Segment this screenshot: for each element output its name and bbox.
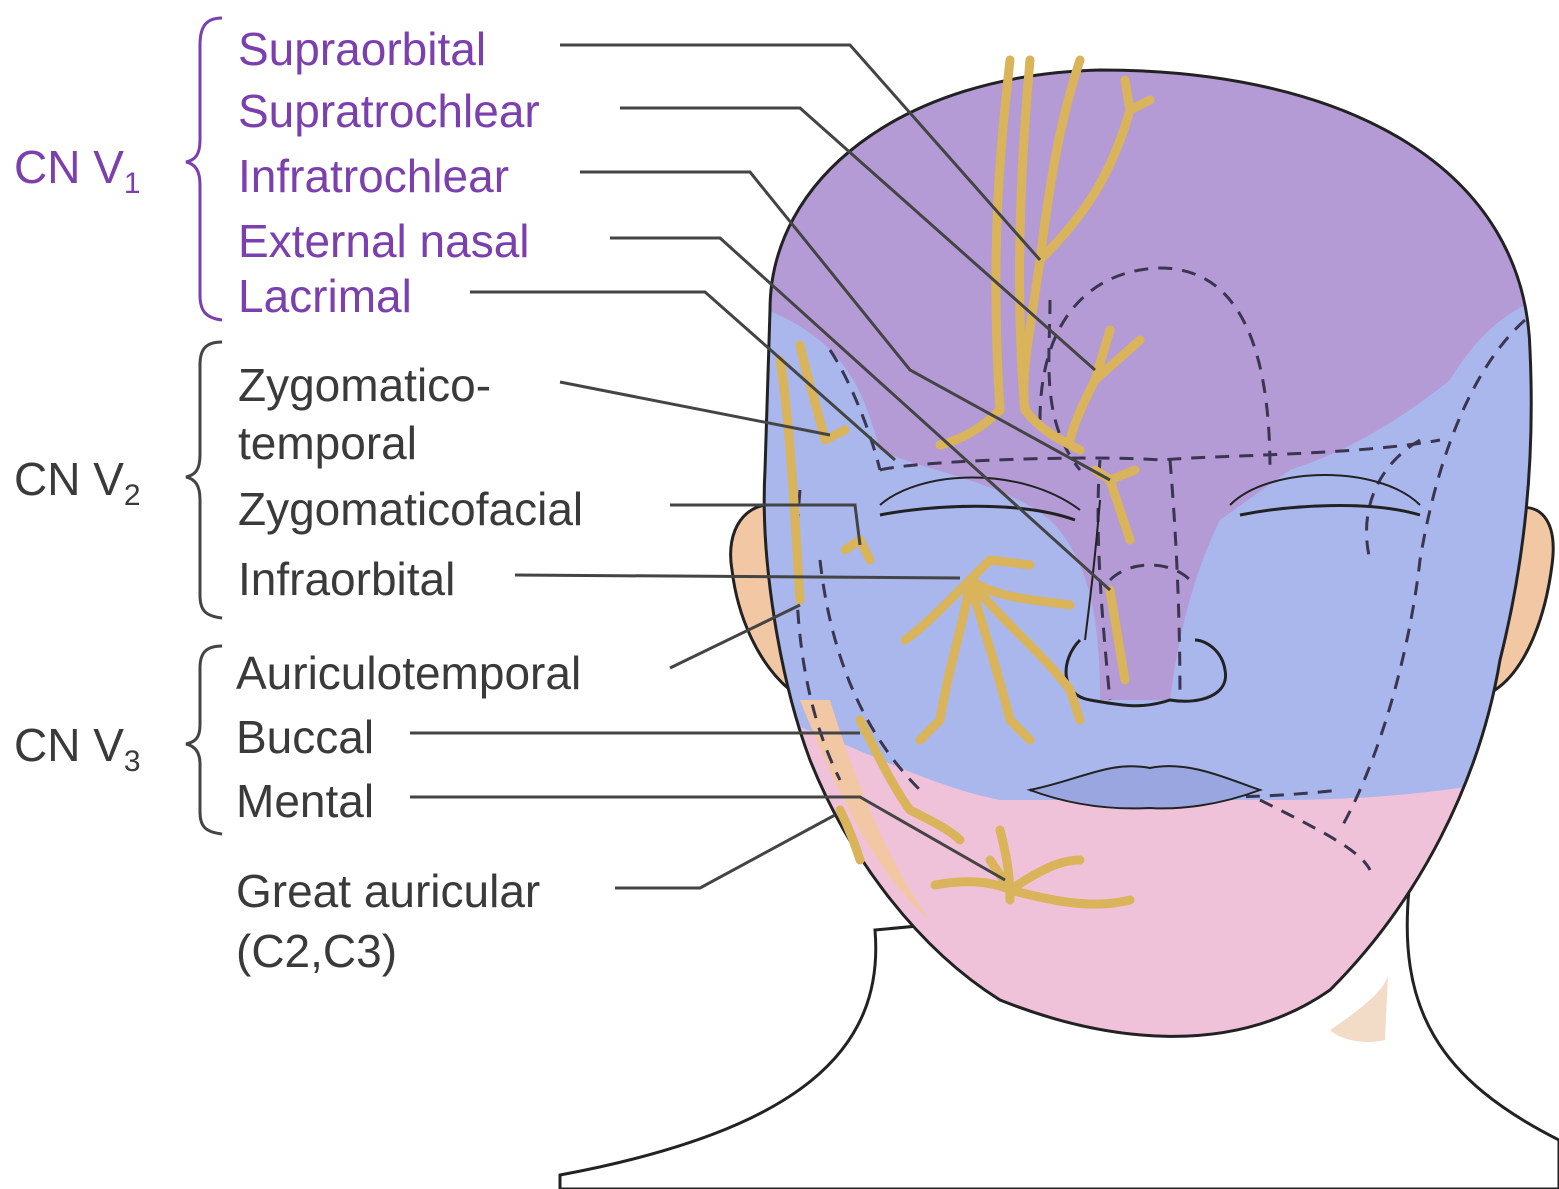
brace-v1 xyxy=(186,18,222,320)
label-infraorbital: Infraorbital xyxy=(238,556,455,602)
group-cn-v1-sub: 1 xyxy=(124,167,141,200)
group-cn-v2-sub: 2 xyxy=(124,479,141,512)
group-cn-v1: CN V1 xyxy=(14,144,141,199)
label-infratrochlear: Infratrochlear xyxy=(238,153,509,199)
label-buccal: Buccal xyxy=(236,714,374,760)
label-auriculotemporal: Auriculotemporal xyxy=(236,650,581,696)
group-cn-v3-sub: 3 xyxy=(124,745,141,778)
brace-v3 xyxy=(186,646,222,834)
label-supratrochlear: Supratrochlear xyxy=(238,88,540,134)
label-great-auricular: Great auricular xyxy=(236,868,540,914)
group-cn-v3: CN V3 xyxy=(14,722,141,777)
label-zygomaticofacial: Zygomaticofacial xyxy=(238,486,583,532)
group-cn-v1-prefix: CN V xyxy=(14,141,124,193)
group-cn-v2: CN V2 xyxy=(14,456,141,511)
label-zygomaticotemporal-line1: Zygomatico- xyxy=(238,362,491,408)
label-great-auricular-spinal-levels: (C2,C3) xyxy=(236,928,397,974)
group-cn-v3-prefix: CN V xyxy=(14,719,124,771)
label-lacrimal: Lacrimal xyxy=(238,273,412,319)
label-zygomaticotemporal-line2: temporal xyxy=(238,420,417,466)
label-supraorbital: Supraorbital xyxy=(238,26,486,72)
brace-v2 xyxy=(186,342,222,618)
group-cn-v2-prefix: CN V xyxy=(14,453,124,505)
label-mental: Mental xyxy=(236,778,374,824)
label-external-nasal: External nasal xyxy=(238,218,530,264)
leader-great-auricular xyxy=(615,815,835,888)
